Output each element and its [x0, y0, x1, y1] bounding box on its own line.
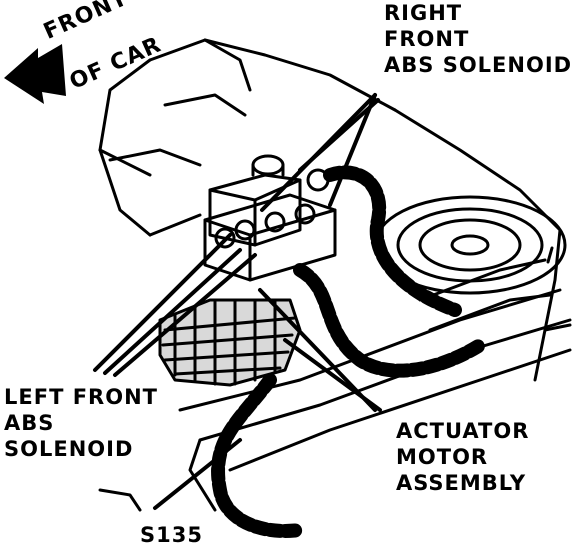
- label-line: SOLENOID: [4, 437, 134, 461]
- label-line: ABS: [4, 411, 55, 435]
- label-line: ACTUATOR: [396, 419, 530, 443]
- hood-outline: [98, 38, 397, 237]
- leader-lines: [93, 93, 382, 510]
- label-line: FRONT: [384, 27, 470, 51]
- right-front-abs-solenoid-label: RIGHT FRONT ABS SOLENOID: [384, 0, 572, 78]
- actuator-motor: [158, 298, 302, 387]
- label-line: RIGHT: [384, 1, 463, 25]
- splice-s135-label: S135: [140, 522, 203, 548]
- actuator-motor-assembly-label: ACTUATOR MOTOR ASSEMBLY: [396, 418, 529, 496]
- brake-booster: [373, 195, 567, 295]
- label-line: ASSEMBLY: [396, 471, 527, 495]
- left-front-abs-solenoid-label: LEFT FRONT ABS SOLENOID: [4, 384, 158, 462]
- frame-rails: [98, 288, 572, 512]
- label-line: ABS SOLENOID: [384, 53, 573, 77]
- label-line: LEFT FRONT: [4, 385, 158, 409]
- label-line: MOTOR: [396, 445, 489, 469]
- front-arrow-icon: [4, 44, 66, 104]
- label-line: S135: [140, 523, 203, 547]
- brake-hoses: [211, 165, 487, 538]
